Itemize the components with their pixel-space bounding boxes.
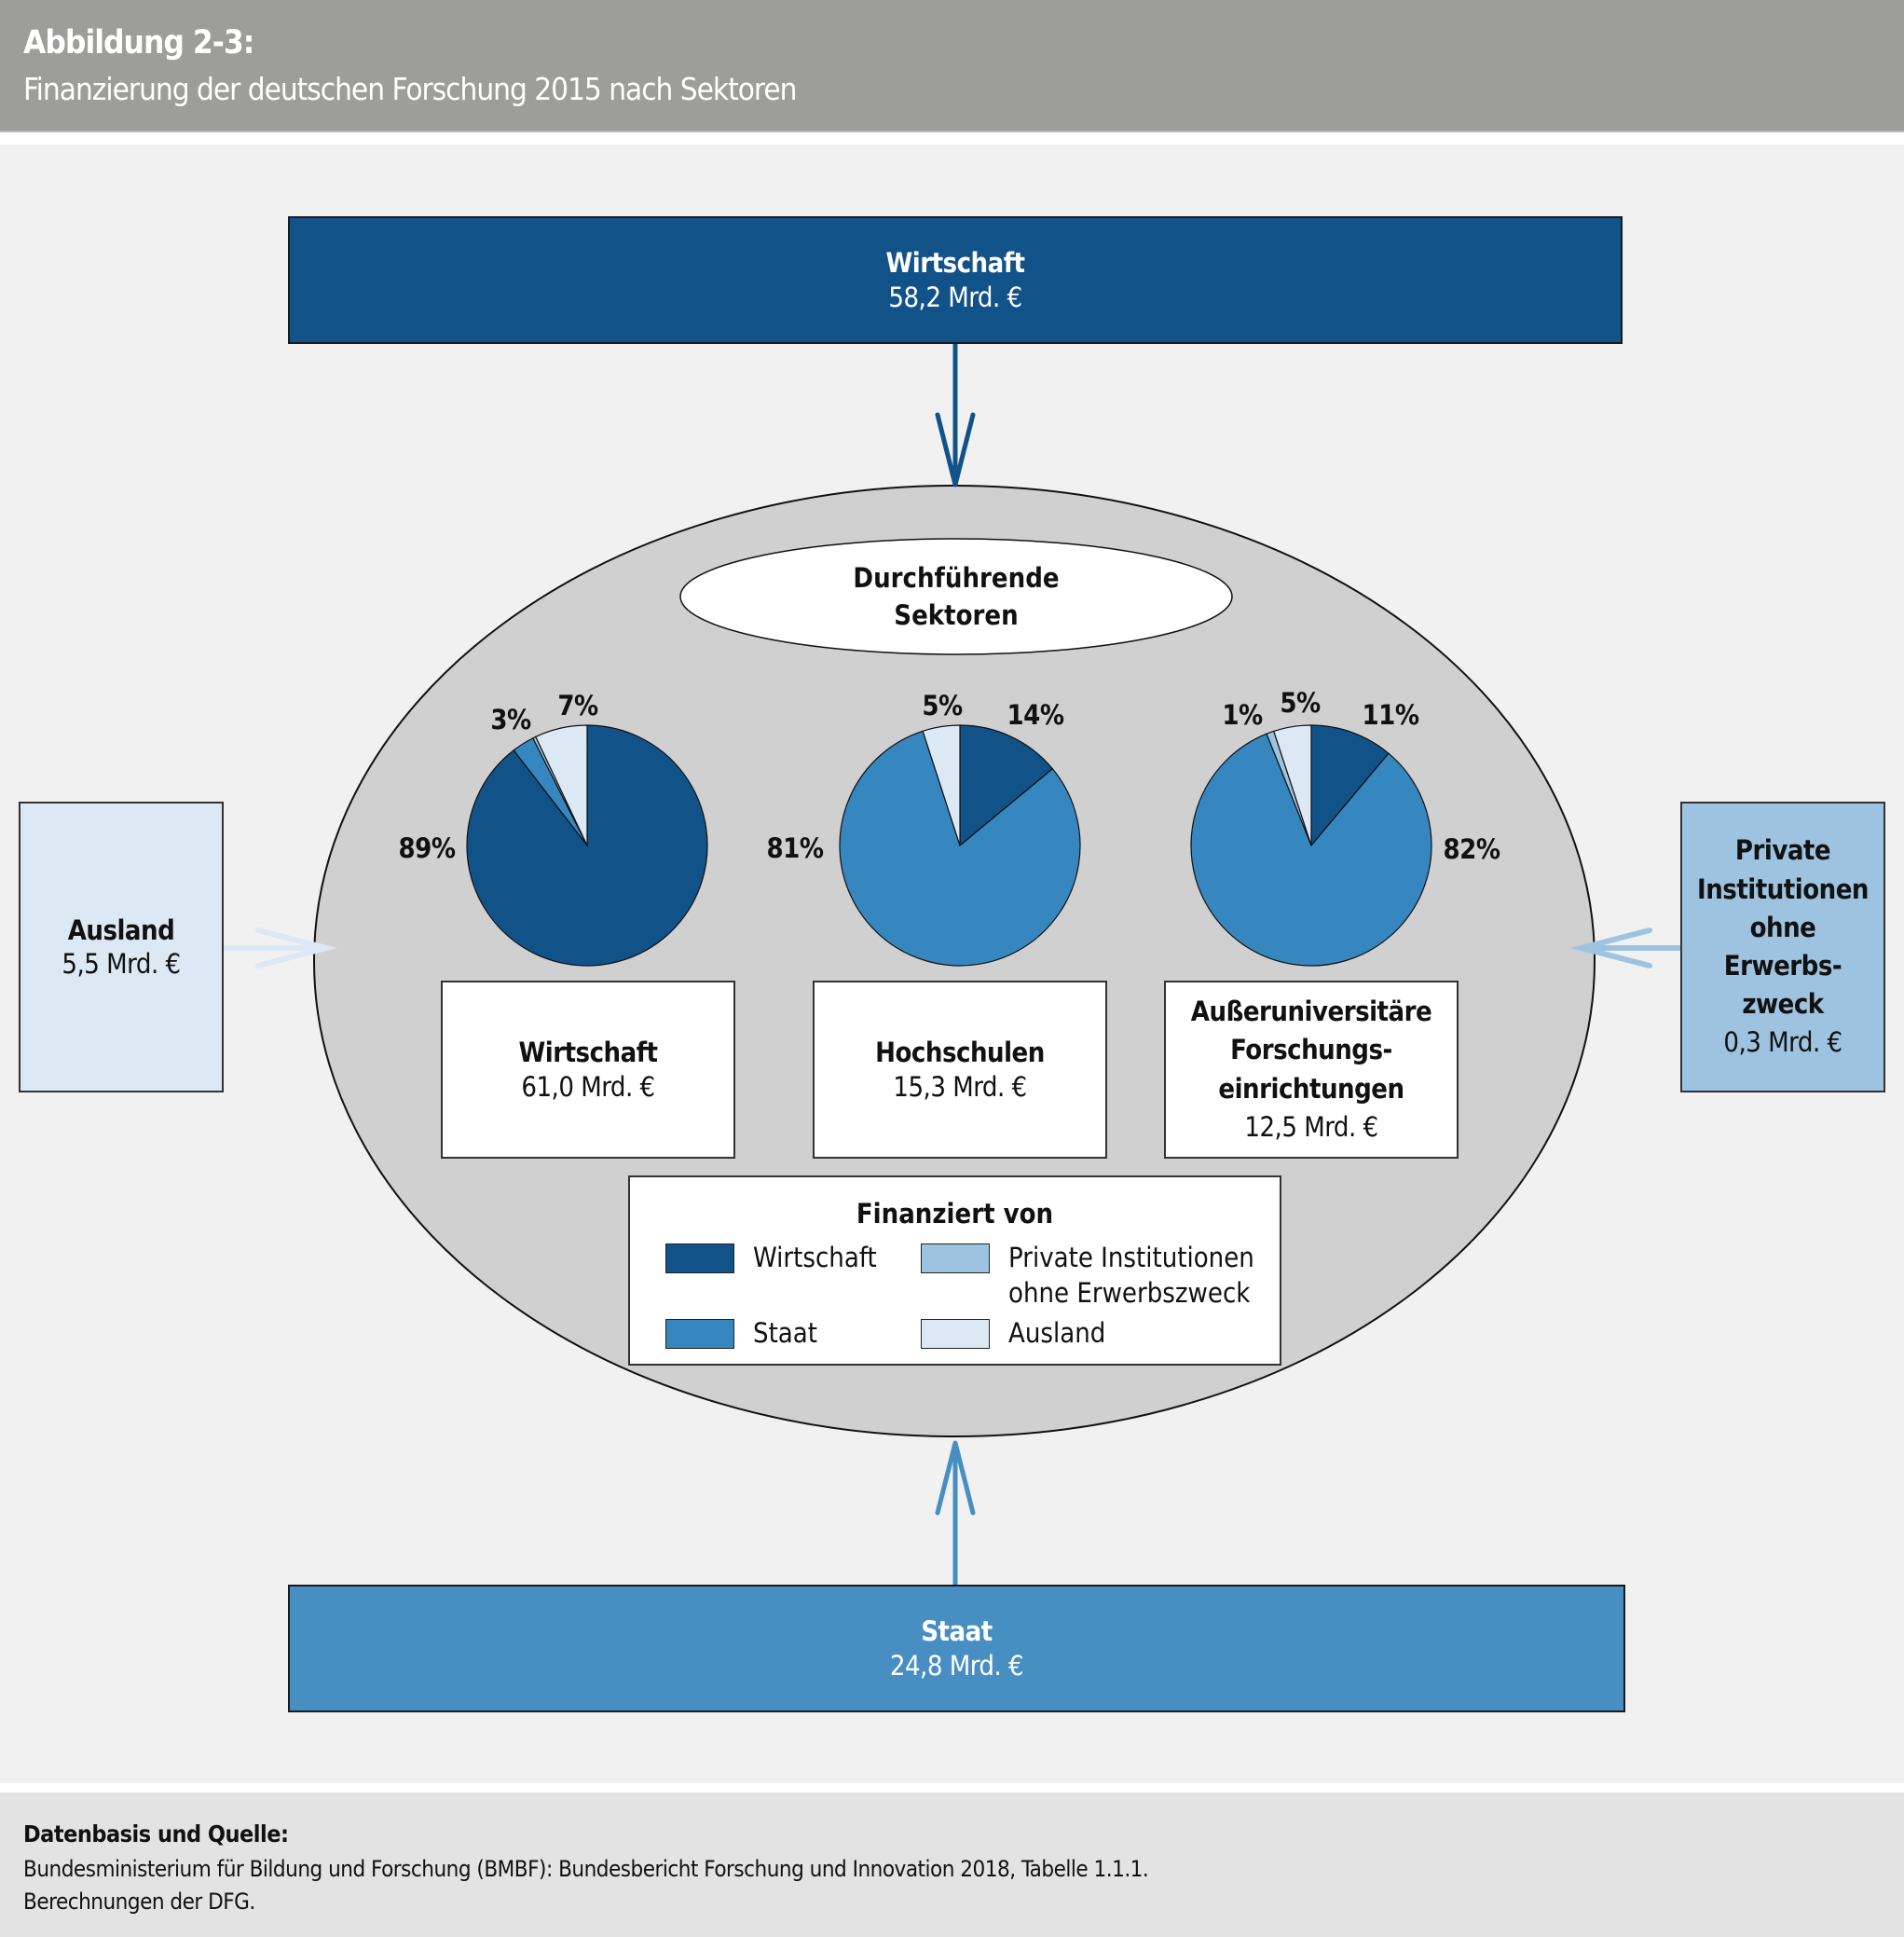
funder-name: Ausland [67,914,175,946]
sector-name-line: Forschungs- [1230,1034,1392,1066]
legend-label: Wirtschaft [753,1242,877,1273]
pie-slice-wirtschaft [959,724,1054,847]
pie-label: 81% [766,832,824,864]
legend-item-wirtschaft: Wirtschaft [665,1241,877,1276]
pie-label: 82% [1443,833,1500,865]
legend-label-line: ohne Erwerbszweck [1008,1276,1251,1309]
legend: Finanziert von Wirtschaft Private Instit… [628,1175,1281,1366]
sector-name-line: Außeruniversitäre [1190,996,1432,1028]
source-heading: Datenbasis und Quelle: [23,1820,289,1848]
legend-swatch-staat [665,1319,734,1349]
center-label-line: Sektoren [894,598,1019,631]
sector-value: 15,3 Mrd. € [893,1070,1027,1103]
figure-title: Finanzierung der deutschen Forschung 201… [23,71,797,107]
funder-value: 58,2 Mrd. € [888,281,1022,313]
funder-value: 5,5 Mrd. € [62,948,181,980]
funder-name: Staat [921,1615,993,1648]
source-line: Bundesministerium für Bildung und Forsch… [23,1856,1149,1882]
sector-box-ausseruniversitaer: Außeruniversitäre Forschungs- einrichtun… [1164,981,1459,1159]
funder-value: 0,3 Mrd. € [1723,1026,1842,1059]
pie-label: 5% [1280,687,1321,719]
pie-label: 14% [1007,699,1064,731]
sector-value: 61,0 Mrd. € [521,1070,655,1103]
funder-name-line: Erwerbs- [1723,950,1842,982]
source-footer: Datenbasis und Quelle: Bundesministerium… [0,1793,1904,1937]
sector-name: Hochschulen [875,1037,1045,1069]
funder-box-staat: Staat 24,8 Mrd. € [288,1585,1625,1712]
legend-title: Finanziert von [856,1198,1054,1230]
pie-label: 89% [398,832,456,864]
source-line: Berechnungen der DFG. [23,1889,255,1915]
sector-value: 12,5 Mrd. € [1244,1110,1378,1143]
pie-label: 11% [1362,699,1419,731]
funder-name-line: Institutionen [1697,872,1869,905]
legend-label: Ausland [1008,1317,1106,1349]
pie-label: 7% [557,690,598,721]
pie-label: 5% [922,690,963,721]
pie-slice-staat [1190,733,1432,967]
center-label-line: Durchführende [853,562,1060,595]
funder-name: Wirtschaft [885,247,1025,280]
legend-swatch-wirtschaft [665,1243,734,1273]
legend-swatch-ausland [921,1319,990,1349]
funder-box-ausland: Ausland 5,5 Mrd. € [19,802,224,1092]
legend-item-staat: Staat [665,1316,817,1352]
funder-name-line: ohne [1749,911,1816,943]
legend-label: Staat [753,1317,817,1349]
arrow-staat [935,1440,976,1587]
funder-value: 24,8 Mrd. € [889,1649,1024,1682]
figure-header: Abbildung 2-3: Finanzierung der deutsche… [0,0,1904,132]
pie-slice-ausland [1272,724,1312,846]
pie-label: 3% [490,704,531,735]
arrow-wirtschaft [935,340,976,488]
pie-slice-staat [839,730,1081,967]
figure-label: Abbildung 2-3: [23,24,254,62]
sector-box-wirtschaft: Wirtschaft 61,0 Mrd. € [441,981,735,1159]
pie-slice-ausland [534,724,588,846]
funder-box-private: Private Institutionen ohne Erwerbs- zwec… [1680,802,1885,1092]
pie-slice-wirtschaft [1310,724,1390,847]
sector-name-line: einrichtungen [1218,1072,1404,1105]
center-label: Durchführende Sektoren [680,540,1232,654]
legend-swatch-private [921,1243,990,1273]
pie-slice-ausland [922,724,961,846]
funder-name-line: zweck [1742,988,1824,1021]
legend-label-line: Private Institutionen [1008,1242,1254,1273]
sector-box-hochschulen: Hochschulen 15,3 Mrd. € [813,981,1107,1159]
sector-name: Wirtschaft [518,1037,658,1069]
pie-label: 1% [1222,699,1263,731]
arrow-private [1570,927,1683,968]
funder-name-line: Private [1734,834,1831,867]
legend-item-private: Private Institutionen ohne Erwerbszweck [921,1241,1254,1311]
center-label-oval [679,538,1233,655]
funder-box-wirtschaft: Wirtschaft 58,2 Mrd. € [288,216,1623,344]
legend-item-ausland: Ausland [921,1316,1105,1352]
arrow-ausland [220,927,337,968]
